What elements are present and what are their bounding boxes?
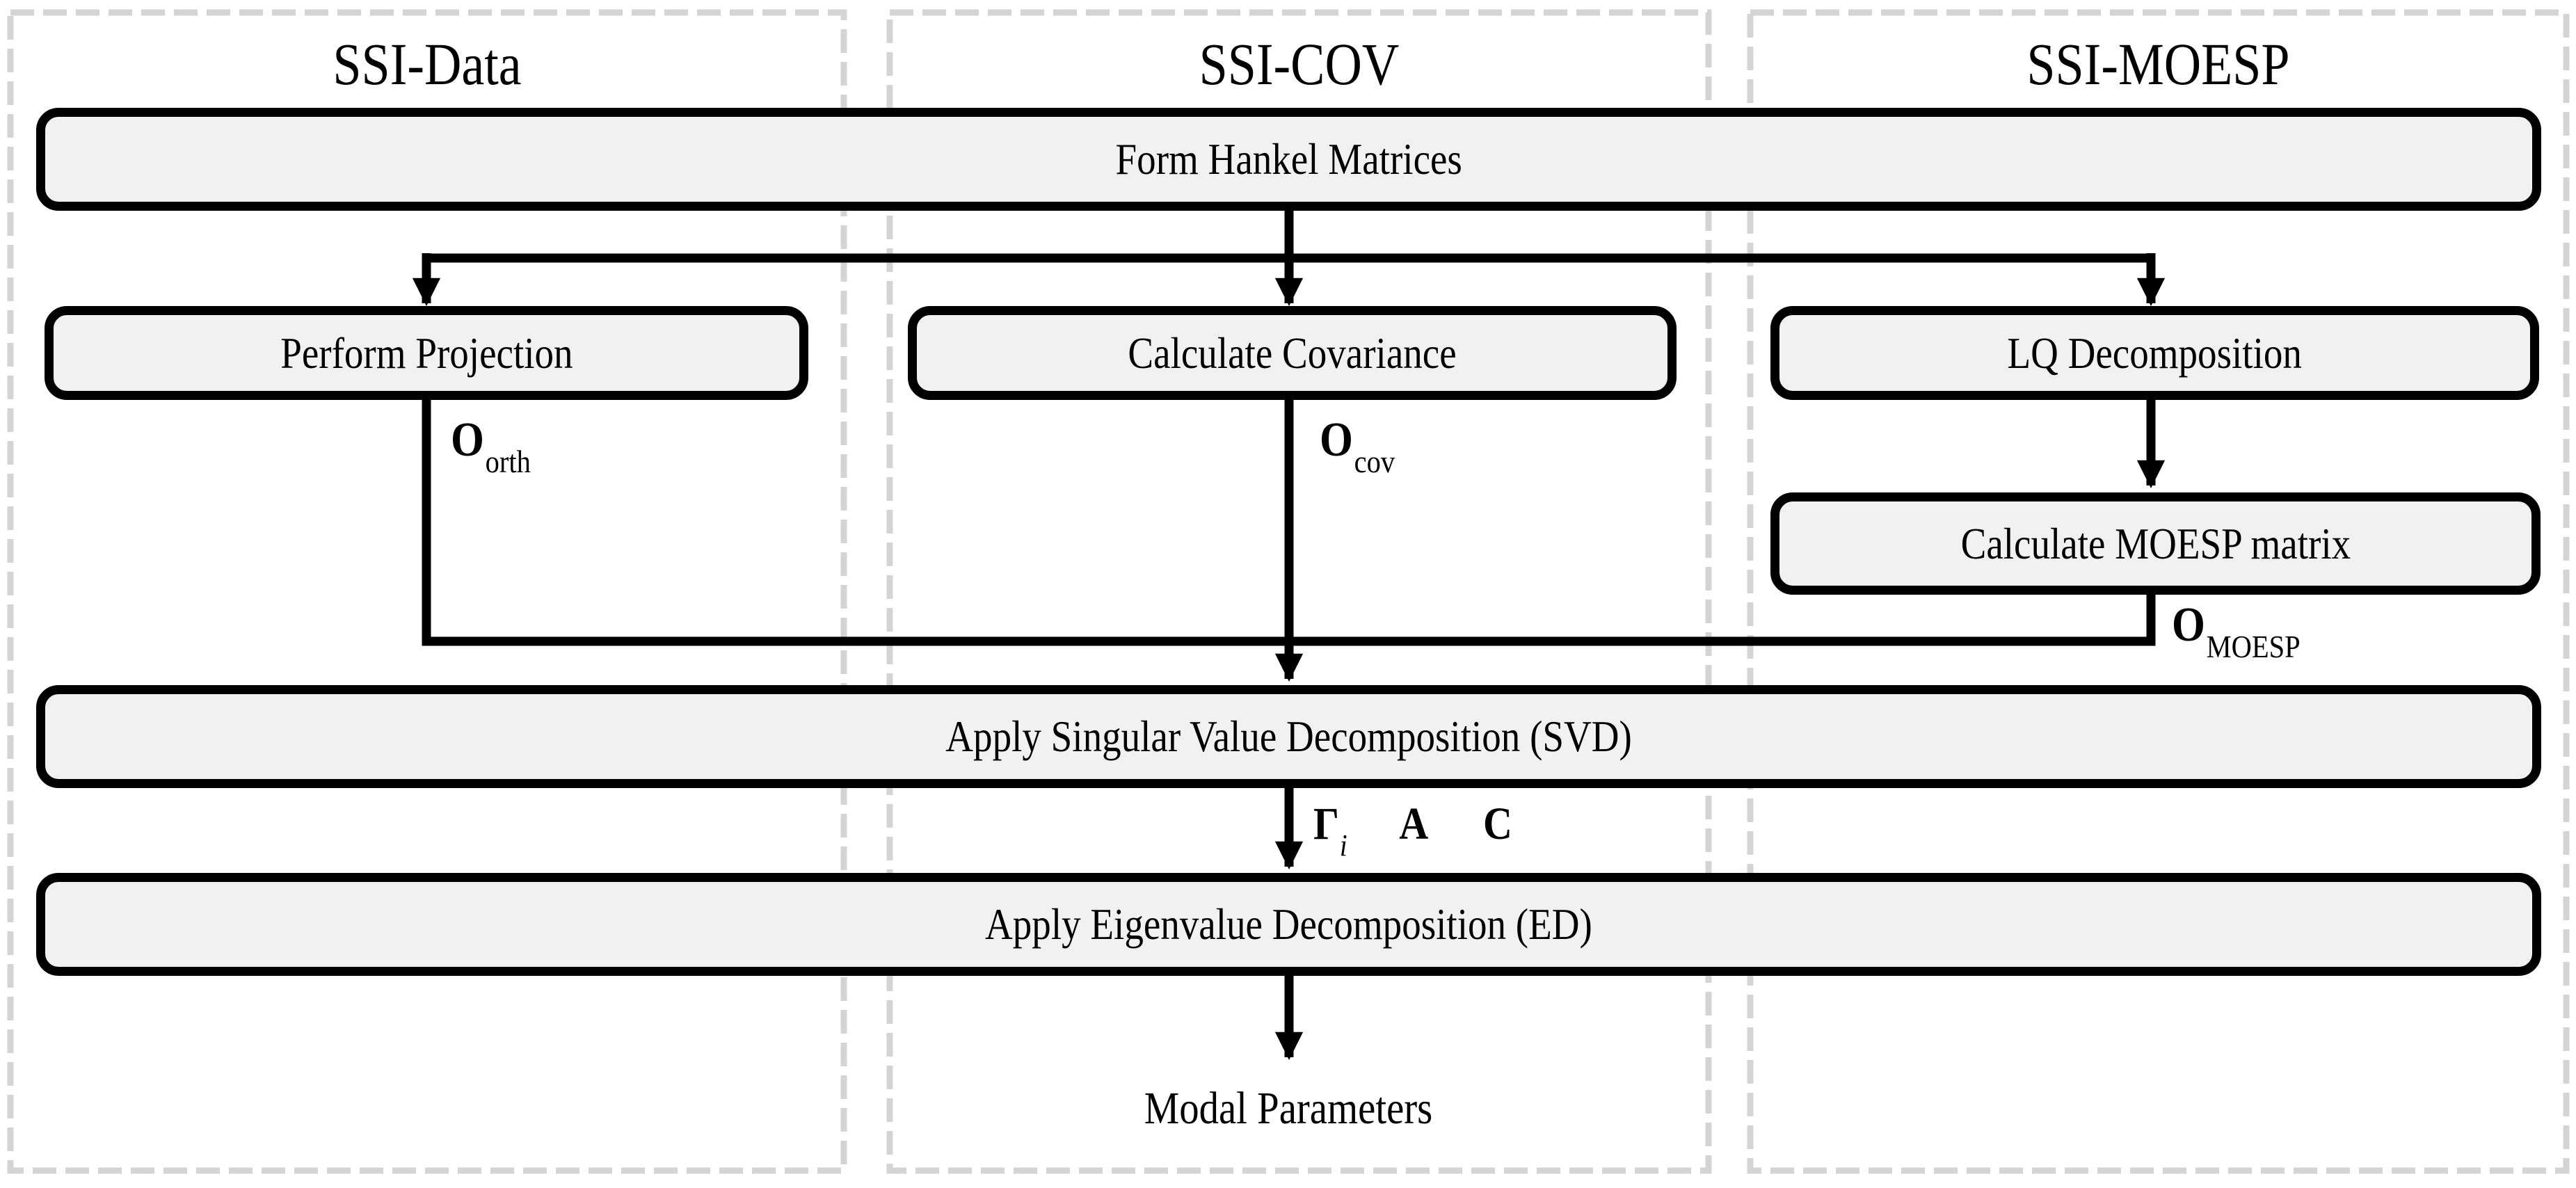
label-o-cov-sub: cov — [1354, 444, 1395, 479]
modal-parameters-label: Modal Parameters — [1144, 1083, 1433, 1134]
panel-ssi-cov-border — [886, 9, 1712, 1174]
node-lq-decomposition: LQ Decomposition — [1770, 306, 2539, 400]
node-apply-ed: Apply Eigenvalue Decomposition (ED) — [36, 873, 2541, 976]
label-o-moesp-base: O — [2172, 598, 2205, 652]
label-a-base: A — [1399, 798, 1429, 849]
node-perform-projection-label: Perform Projection — [280, 328, 573, 378]
node-apply-svd-label: Apply Singular Value Decomposition (SVD) — [945, 712, 1632, 761]
label-o-moesp-sub: MOESP — [2206, 629, 2301, 664]
node-lq-decomposition-label: LQ Decomposition — [2007, 328, 2303, 378]
label-o-cov-base: O — [1320, 413, 1353, 467]
column-title-ssi-data: SSI-Data — [333, 31, 522, 97]
node-calculate-covariance: Calculate Covariance — [908, 306, 1677, 400]
label-o-orth: Oorth — [451, 413, 531, 478]
label-matrix-c: C — [1483, 798, 1513, 849]
node-apply-ed-label: Apply Eigenvalue Decomposition (ED) — [985, 899, 1592, 949]
label-gamma-sub: i — [1339, 828, 1347, 862]
label-c-base: C — [1482, 798, 1512, 849]
label-svd-outputs: Γi A C — [1313, 798, 1513, 861]
label-gamma-i: Γi — [1313, 798, 1347, 861]
label-o-orth-sub: orth — [485, 444, 531, 479]
label-o-orth-base: O — [451, 413, 484, 467]
label-o-moesp: OMOESP — [2172, 598, 2301, 663]
node-apply-svd: Apply Singular Value Decomposition (SVD) — [36, 685, 2541, 788]
column-title-ssi-cov: SSI-COV — [1199, 31, 1400, 97]
label-gamma-base: Γ — [1313, 798, 1339, 849]
node-calculate-covariance-label: Calculate Covariance — [1128, 328, 1457, 378]
label-matrix-a: A — [1399, 798, 1429, 849]
node-calculate-moesp-matrix: Calculate MOESP matrix — [1770, 492, 2541, 595]
node-perform-projection: Perform Projection — [45, 306, 808, 400]
label-o-cov: Ocov — [1320, 413, 1395, 478]
panel-ssi-moesp-border — [1747, 9, 2570, 1174]
node-form-hankel-matrices: Form Hankel Matrices — [36, 108, 2541, 211]
column-title-ssi-moesp: SSI-MOESP — [2026, 31, 2290, 97]
node-calculate-moesp-matrix-label: Calculate MOESP matrix — [1960, 518, 2351, 568]
node-form-hankel-matrices-label: Form Hankel Matrices — [1115, 134, 1462, 184]
modal-parameters-output: Modal Parameters — [36, 1082, 2541, 1135]
panel-ssi-data-border — [7, 9, 847, 1174]
